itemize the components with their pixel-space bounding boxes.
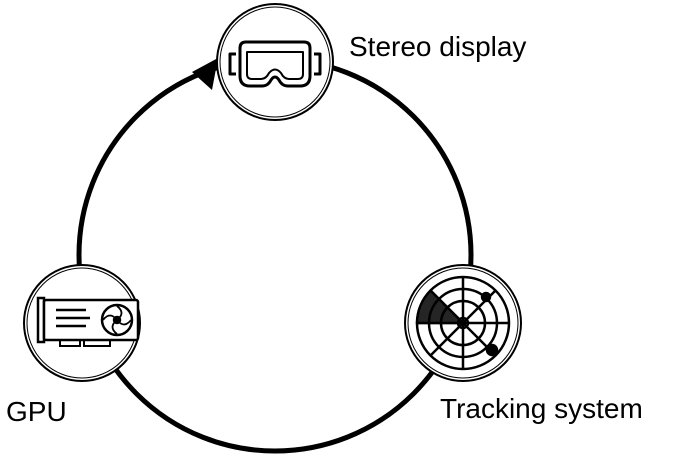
graphics-card-icon <box>36 296 140 347</box>
node-gpu <box>23 264 141 382</box>
node-circle-stereo-display <box>216 3 334 121</box>
flow-arrowhead <box>192 58 218 90</box>
radar-icon <box>415 275 511 371</box>
label-tracking-system: Tracking system <box>440 393 643 424</box>
label-gpu: GPU <box>6 396 67 427</box>
node-stereo-display <box>216 3 334 121</box>
vr-headset-icon <box>228 40 322 88</box>
node-tracking-system <box>404 264 522 382</box>
label-stereo-display: Stereo display <box>349 31 527 62</box>
